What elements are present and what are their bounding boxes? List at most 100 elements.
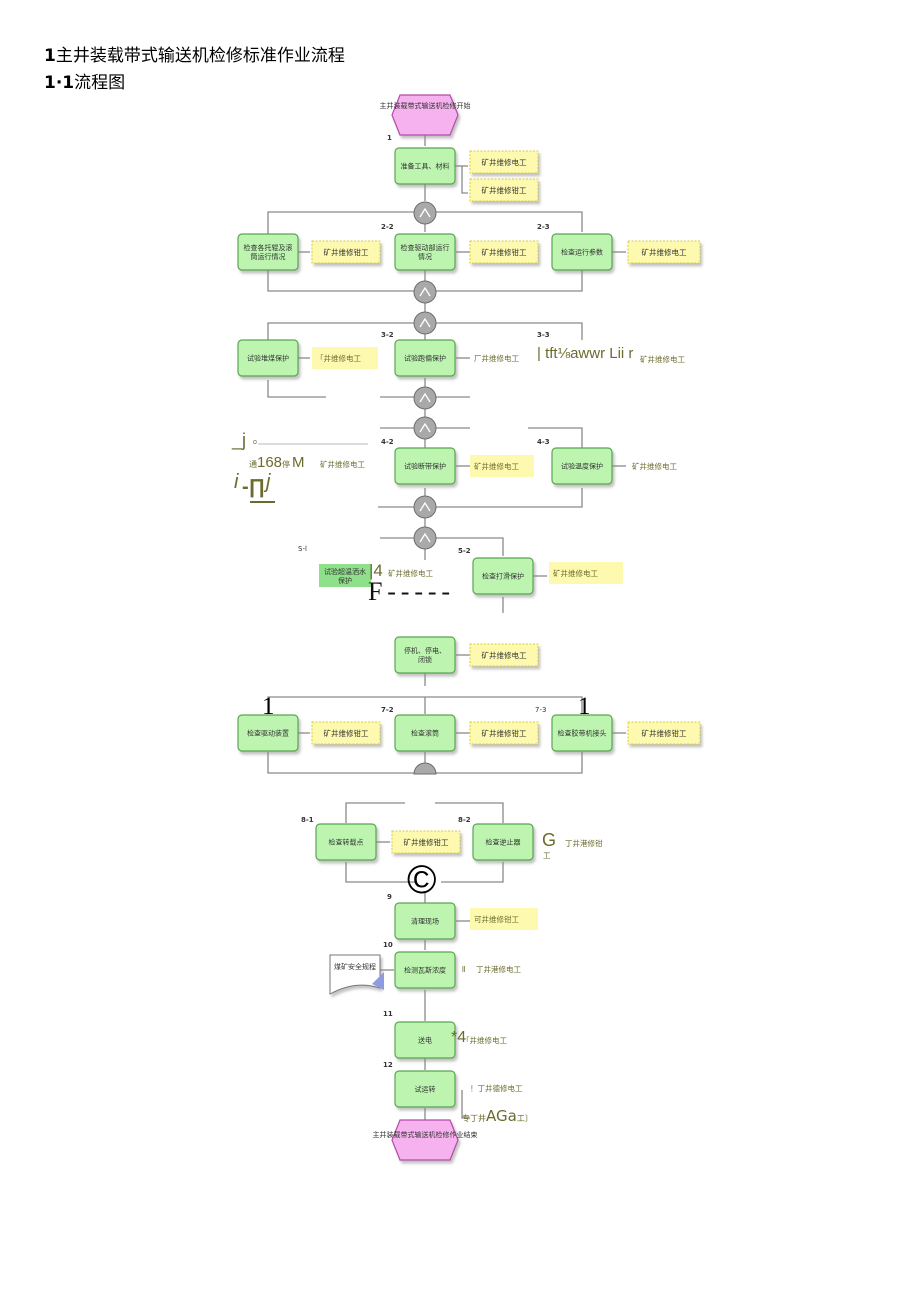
artifact-text: G — [542, 830, 556, 850]
process-step-s10: 检测瓦斯浓度 — [394, 951, 456, 989]
process-step-s2-3: 检查运行参数 — [551, 233, 613, 271]
process-step-s5-2: 检查打滑保护 — [472, 557, 534, 595]
role-label: 可井维修钳工 — [474, 914, 519, 924]
process-step-s2-2: 检查驱动部运行情况 — [394, 233, 456, 271]
process-box — [394, 233, 456, 271]
role-label: 厂井维修电工 — [474, 353, 519, 363]
gateway-6 — [413, 495, 437, 519]
end-event-label: 主井装载带式输送机检修作业结束 — [373, 1130, 478, 1139]
process-step-s3-1: 试验堆煤保护 — [237, 339, 299, 377]
process-box — [319, 564, 371, 587]
start-event-label: 主井装载带式输送机检修开始 — [380, 101, 471, 110]
role-box — [627, 240, 701, 264]
role-label-12b: 专丁井AGa工〕 — [462, 1107, 533, 1125]
step-numbers: 1 2-2 2-3 3-2 3-3 4-2 4-3 S-l 5-2 7-2 7-… — [262, 134, 591, 1069]
gateway-3 — [413, 311, 437, 335]
gateway-symbols — [419, 207, 431, 543]
role-r2-2: 矿井维修钳工 — [469, 240, 539, 264]
artifact-text: *4 — [451, 1029, 466, 1046]
step-number-large: 1 — [262, 693, 275, 720]
scan-gaps — [326, 385, 528, 809]
document-title-line-1: 1主井装载带式输送机检修标准作业流程 — [44, 46, 345, 66]
process-box — [394, 902, 456, 940]
role-box — [469, 721, 539, 745]
process-box — [394, 636, 456, 674]
process-step-s4-3: 试验温度保护 — [551, 447, 613, 485]
role-label: 矿井维修电工 — [553, 568, 598, 578]
process-label: 检测瓦斯浓度 — [404, 966, 446, 975]
process-box — [237, 233, 299, 271]
role-label: 丁井港修钳 — [565, 838, 603, 848]
role-label: 矿井维修钳工 — [404, 837, 449, 847]
role-box — [311, 240, 381, 264]
role-r5-1: 矿井维修电工 — [388, 568, 433, 578]
process-label: 送电 — [418, 1036, 432, 1045]
step-number: 10 — [383, 941, 393, 949]
gateway-4 — [413, 386, 437, 410]
role-r9: 可井维修钳工 — [470, 908, 538, 930]
process-box — [394, 951, 456, 989]
process-box — [394, 447, 456, 485]
artifact-text: ll — [462, 965, 466, 974]
process-step-s2-1: 检查各托辊及滚筒运行情况 — [237, 233, 299, 271]
step-number: 8-1 — [301, 816, 314, 824]
role-r4-3: 矿井维修电工 — [632, 461, 677, 471]
role-label: 矿井维修钳工 — [482, 728, 527, 738]
step-number: 5-2 — [458, 547, 471, 555]
process-step-s12: 试运转 — [394, 1070, 456, 1108]
process-box — [394, 1021, 456, 1059]
artifact-text: j — [263, 471, 271, 493]
step-number: 8-2 — [458, 816, 471, 824]
process-step-s3-2: 试验跑偏保护 — [394, 339, 456, 377]
process-label: 试运转 — [415, 1085, 436, 1094]
role-r3-2: 厂井维修电工 — [474, 353, 519, 363]
role-r5-2: 矿井维修电工 — [549, 562, 623, 584]
artifact-text: -∏ — [242, 476, 265, 498]
end-event: 主井装载带式输送机检修作业结束 — [373, 1119, 478, 1161]
step-number: 1 — [387, 134, 392, 142]
role-label: 矿井维修电工 — [388, 568, 433, 578]
subsection-number: 1·1 — [44, 73, 75, 93]
gateways — [413, 201, 437, 775]
process-label: 检查驱动装置 — [247, 729, 289, 738]
process-label: 检查滚筒 — [411, 729, 439, 738]
role-r2-3: 矿井维修电工 — [627, 240, 701, 264]
role-label: 矿井维修钳工 — [482, 185, 527, 195]
process-box — [237, 714, 299, 752]
artifact-text: | tft⅛awwr Lii r — [537, 345, 633, 362]
role-r4-1: 矿井维修电工 — [320, 459, 365, 469]
role-box — [311, 721, 381, 745]
role-r11: 「井维修电工 — [462, 1035, 507, 1045]
artifact-text: i — [234, 471, 239, 493]
role-r12a: ！丁井德修电工 — [470, 1083, 523, 1093]
role-label: 矿井维修电工 — [320, 459, 365, 469]
process-step-s7-2: 检查滚筒 — [394, 714, 456, 752]
process-step-s5-1: 试验超温洒水保护 — [319, 564, 371, 587]
gateway-8 — [413, 762, 437, 775]
role-box — [469, 240, 539, 264]
role-r8-2: 丁井港修钳 — [565, 838, 603, 848]
role-box — [470, 908, 538, 930]
gateway-1 — [413, 201, 437, 225]
role-r4-2: 矿井维修电工 — [470, 455, 534, 477]
process-label: 检查逆止器 — [486, 838, 521, 847]
document-shape: 煤矿安全规程 — [329, 954, 384, 995]
artifact-text: F----- — [368, 577, 450, 606]
step-number: 2-3 — [537, 223, 550, 231]
process-label: 检查驱动部运行情况 — [401, 243, 450, 261]
role-label: 矿井维修电工 — [632, 461, 677, 471]
role-label: 矿井维修钳工 — [324, 247, 369, 257]
step-number: 4-2 — [381, 438, 394, 446]
step-number: 2-2 — [381, 223, 394, 231]
role-label: 矿井维修电工 — [640, 354, 685, 364]
role-r3-3: 矿井维修电工 — [640, 354, 685, 364]
step-number: 7-3 — [535, 706, 546, 714]
start-event: 主井装载带式输送机检修开始 — [380, 94, 471, 136]
role-box — [469, 178, 539, 202]
role-boxes: 矿井维修电工矿井维修钳工矿井维修钳工矿井维修钳工矿井维修电工「井维修电工厂井维修… — [311, 150, 701, 1125]
subsection-title: 流程图 — [74, 73, 126, 93]
step-number-large: 1 — [578, 693, 591, 720]
role-r7-3: 矿井维修钳工 — [627, 721, 701, 745]
